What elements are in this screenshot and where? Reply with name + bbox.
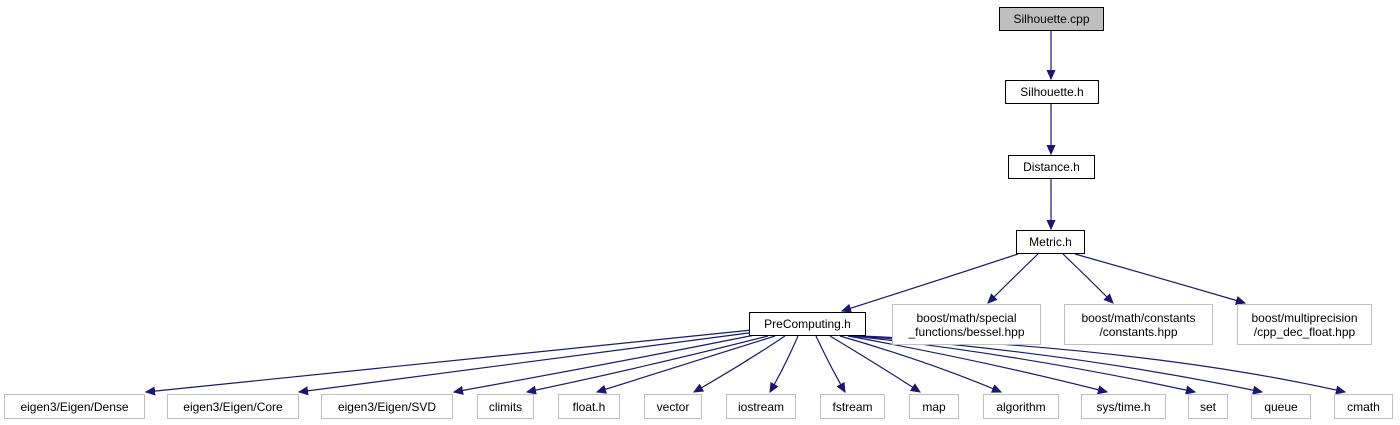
- edge-precomputing-to-map: [829, 335, 920, 392]
- edge-precomputing-to-eigen-dense: [146, 329, 753, 392]
- node-boost-bessel: boost/math/special _functions/bessel.hpp: [892, 304, 1041, 345]
- node-vector: vector: [644, 394, 702, 419]
- node-distance-h[interactable]: Distance.h: [1008, 155, 1095, 179]
- node-label: eigen3/Eigen/Dense: [20, 399, 129, 414]
- node-boost-constants: boost/math/constants /constants.hpp: [1064, 304, 1213, 345]
- node-label: PreComputing.h: [764, 317, 851, 331]
- node-label: boost/math/constants /constants.hpp: [1081, 311, 1195, 339]
- node-label-line-2: _functions/bessel.hpp: [908, 324, 1025, 339]
- node-map: map: [909, 394, 959, 419]
- node-label: Silhouette.cpp: [1013, 12, 1090, 26]
- node-label: vector: [656, 399, 690, 414]
- node-label: boost/multiprecision /cpp_dec_float.hpp: [1251, 311, 1357, 339]
- node-algorithm: algorithm: [983, 394, 1059, 419]
- node-label: iostream: [737, 399, 784, 414]
- node-label: cmath: [1347, 399, 1380, 414]
- node-precomputing-h[interactable]: PreComputing.h: [749, 312, 866, 336]
- edge-metric-h-to-cpp-dec-float: [1074, 253, 1245, 303]
- node-queue: queue: [1251, 394, 1311, 419]
- node-silhouette-h[interactable]: Silhouette.h: [1005, 80, 1099, 104]
- node-fstream: fstream: [820, 394, 885, 419]
- node-label-line-2: /cpp_dec_float.hpp: [1253, 324, 1356, 339]
- node-eigen-core: eigen3/Eigen/Core: [167, 394, 299, 419]
- node-cmath: cmath: [1334, 394, 1393, 419]
- edge-precomputing-to-sys-time: [847, 335, 1107, 392]
- edge-precomputing-to-iostream: [770, 335, 799, 392]
- node-label: float.h: [572, 399, 606, 414]
- node-label: set: [1199, 399, 1216, 414]
- edge-precomputing-to-vector: [694, 335, 786, 392]
- node-label: map: [922, 399, 946, 414]
- node-label: queue: [1264, 399, 1298, 414]
- node-eigen-svd: eigen3/Eigen/SVD: [321, 394, 453, 419]
- node-label: boost/math/special _functions/bessel.hpp: [908, 311, 1024, 339]
- edge-metric-h-to-constants: [1062, 253, 1113, 303]
- node-set: set: [1188, 394, 1228, 419]
- node-label-line-1: boost/math/constants: [1081, 310, 1196, 325]
- edge-precomputing-to-fstream: [815, 335, 845, 392]
- edge-precomputing-to-eigen-svd: [454, 333, 761, 392]
- node-label: Metric.h: [1029, 235, 1072, 249]
- node-label: climits: [488, 399, 523, 414]
- node-label-line-1: boost/multiprecision: [1251, 310, 1358, 325]
- node-label: Distance.h: [1023, 160, 1080, 174]
- node-label-line-2: /constants.hpp: [1099, 324, 1178, 339]
- edge-metric-h-to-bessel: [988, 253, 1039, 303]
- node-label: sys/time.h: [1096, 399, 1151, 414]
- node-iostream: iostream: [726, 394, 796, 419]
- node-label: eigen3/Eigen/SVD: [337, 399, 437, 414]
- node-sys-time-h: sys/time.h: [1081, 394, 1166, 419]
- edge-precomputing-to-climits: [527, 335, 769, 392]
- node-metric-h[interactable]: Metric.h: [1016, 230, 1085, 254]
- node-boost-cpp-dec-float: boost/multiprecision /cpp_dec_float.hpp: [1237, 304, 1372, 345]
- node-label: fstream: [832, 399, 873, 414]
- edge-precomputing-to-eigen-core: [299, 331, 757, 392]
- node-float-h: float.h: [558, 394, 620, 419]
- node-silhouette-cpp: Silhouette.cpp: [999, 7, 1104, 31]
- node-label: Silhouette.h: [1020, 85, 1084, 99]
- node-label-line-1: boost/math/special: [916, 310, 1017, 325]
- edge-precomputing-to-float-h: [597, 335, 776, 392]
- node-label: eigen3/Eigen/Core: [183, 399, 283, 414]
- edge-precomputing-to-algorithm: [839, 335, 1001, 392]
- node-climits: climits: [477, 394, 534, 419]
- edge-metric-h-to-precomputing-h: [842, 253, 1019, 311]
- node-eigen-dense: eigen3/Eigen/Dense: [4, 394, 145, 419]
- node-label: algorithm: [996, 399, 1046, 414]
